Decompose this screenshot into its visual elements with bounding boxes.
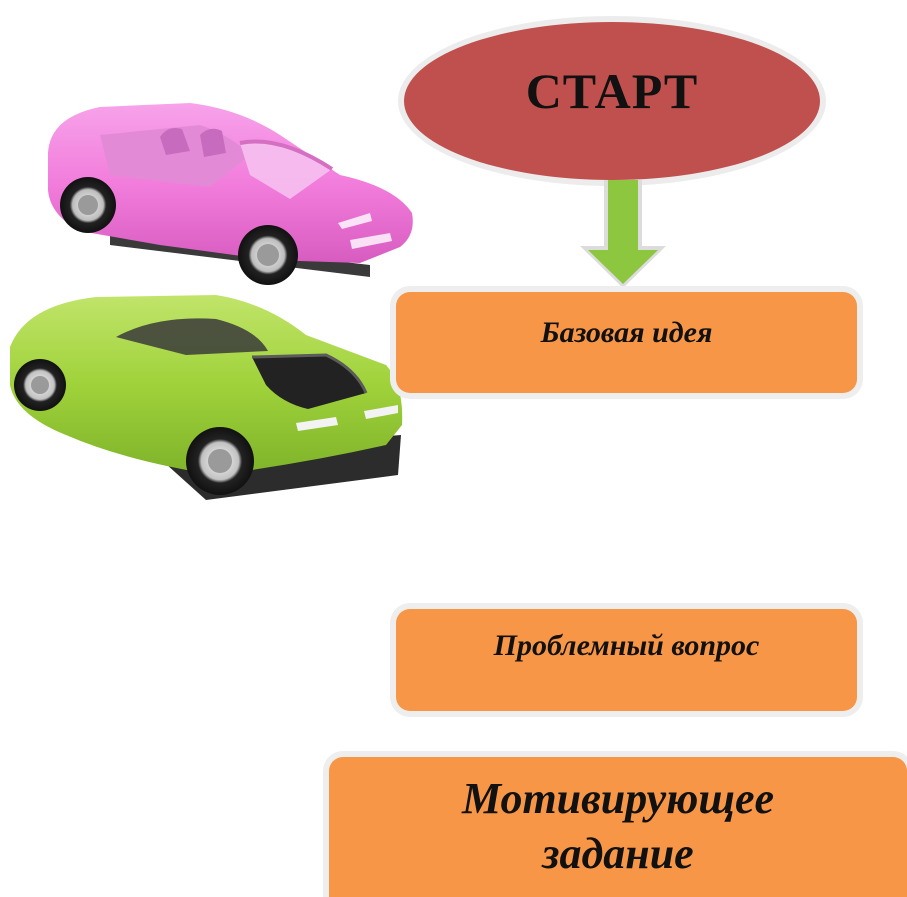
step-motivating-task: Мотивирующее задание	[329, 757, 907, 897]
pink-toy-car-image	[48, 103, 413, 285]
start-label: СТАРТ	[525, 63, 699, 119]
step-motivating-task-line1: Мотивирующее	[461, 774, 775, 823]
start-node: СТАРТ	[404, 22, 820, 180]
step-base-idea: Базовая идея	[396, 292, 857, 393]
green-toy-car-image	[10, 295, 403, 500]
down-arrow-icon	[580, 180, 666, 288]
step-motivating-task-line2: задание	[542, 829, 694, 878]
step-problem-question-label: Проблемный вопрос	[493, 629, 760, 662]
step-base-idea-label: Базовая идея	[540, 316, 713, 349]
step-problem-question: Проблемный вопрос	[396, 609, 857, 711]
